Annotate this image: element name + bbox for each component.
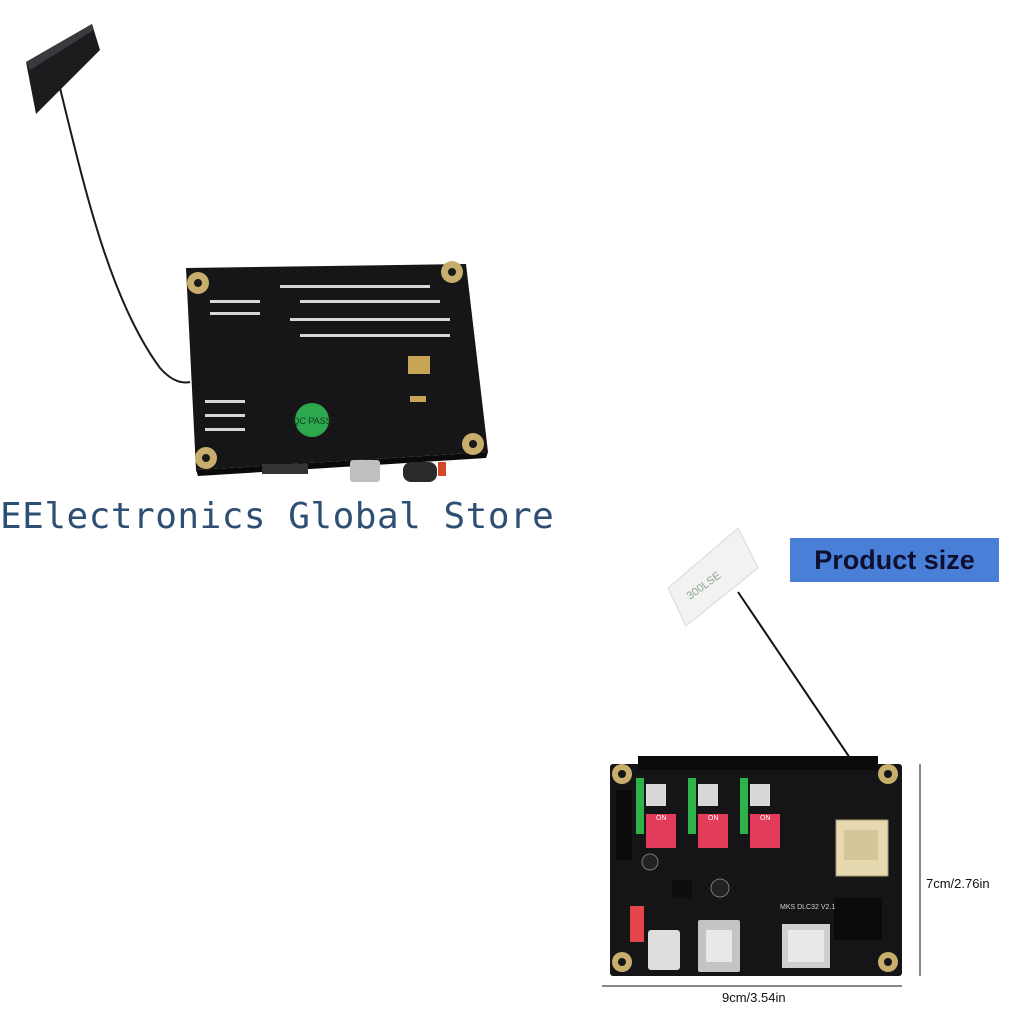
width-dimension-label: 9cm/3.54in xyxy=(722,990,786,1005)
svg-text:ON: ON xyxy=(656,815,667,822)
svg-text:ON: ON xyxy=(760,815,771,822)
dc-jack-icon xyxy=(648,930,680,970)
antenna-icon: 300LSE xyxy=(667,527,855,765)
board-back-photo: QC PASS xyxy=(26,24,488,482)
svg-text:QC PASS: QC PASS xyxy=(292,416,331,426)
dip-switch-icon xyxy=(636,778,780,848)
height-dimension-label: 7cm/2.76in xyxy=(926,876,990,891)
antenna-icon xyxy=(26,24,191,384)
svg-text:MKS DLC32 V2.1: MKS DLC32 V2.1 xyxy=(780,904,835,911)
dc-jack-icon xyxy=(403,462,437,482)
store-watermark: EElectronics Global Store xyxy=(0,496,555,537)
svg-text:ON: ON xyxy=(708,815,719,822)
product-size-badge: Product size xyxy=(790,538,999,582)
board-front-photo: 300LSE ON ON ON MKS DLC32 V2.1 xyxy=(602,527,921,987)
qc-sticker xyxy=(295,403,329,437)
usb-port-icon xyxy=(350,460,380,482)
